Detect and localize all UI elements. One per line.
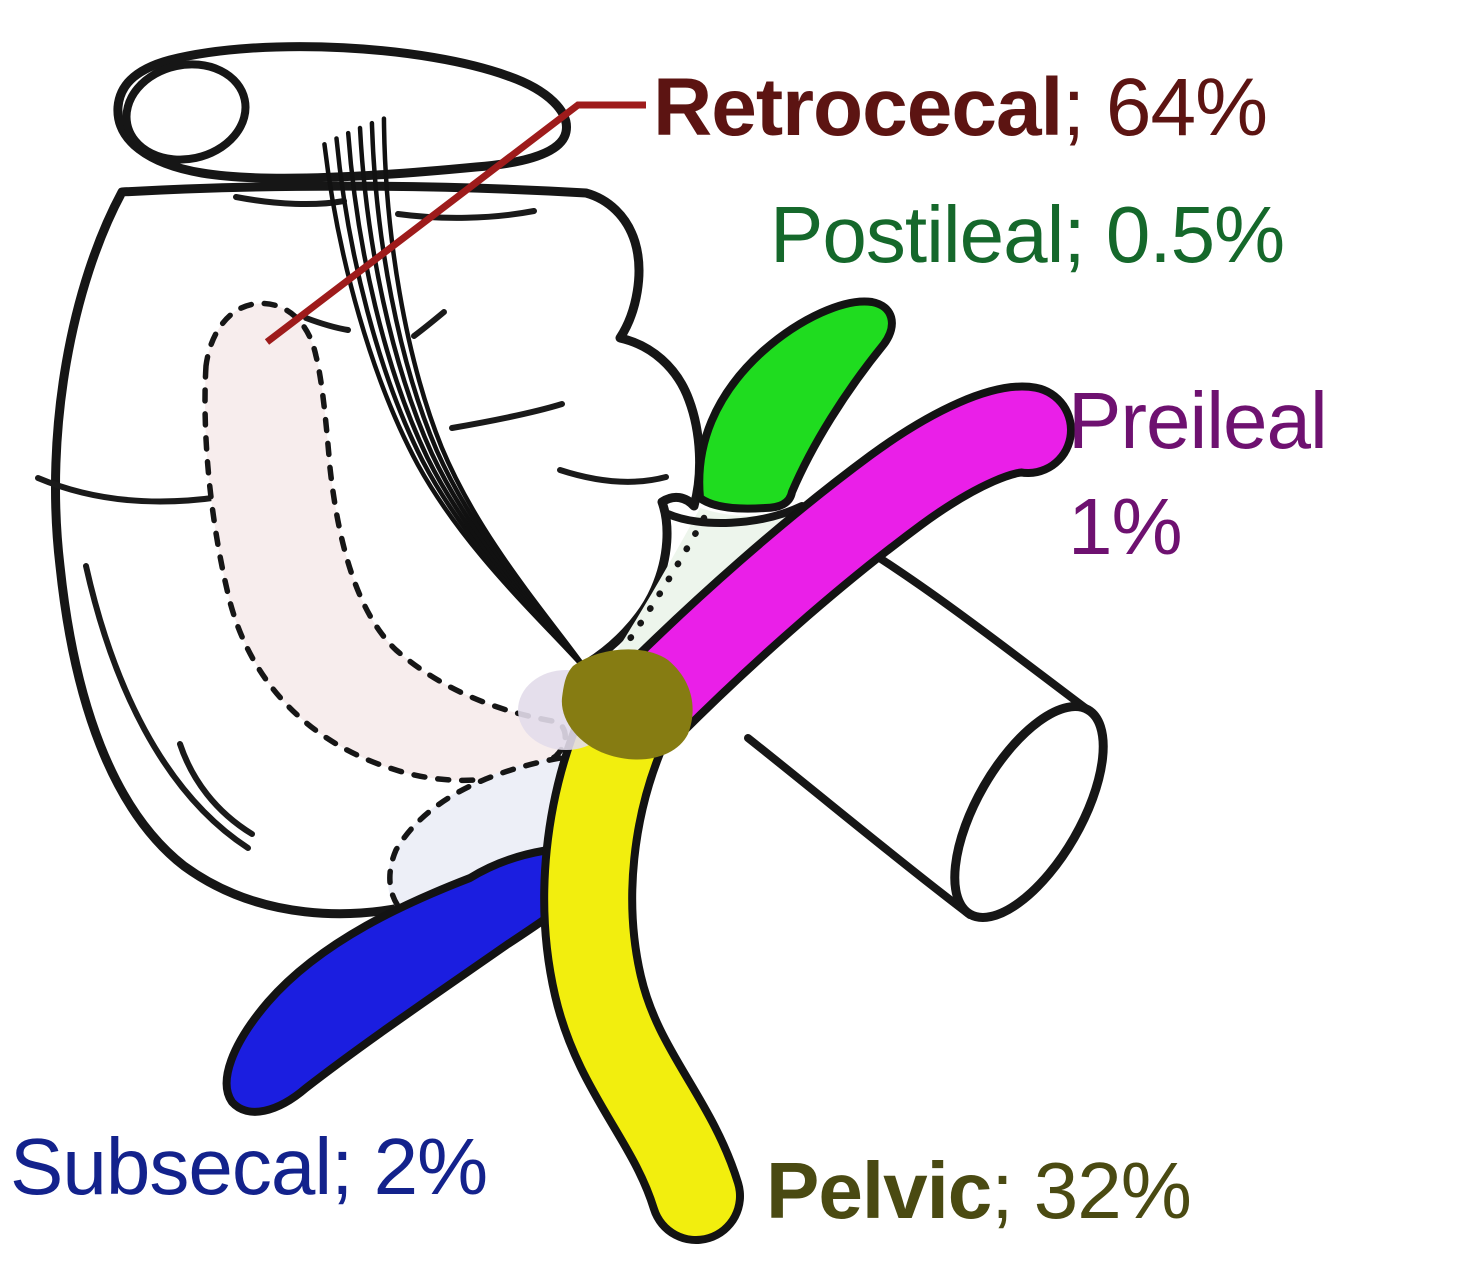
label-retrocecal-sep: ; xyxy=(1062,62,1106,153)
appendix-preileal xyxy=(601,382,1075,753)
appendix-pelvic xyxy=(540,682,744,1244)
appendix-postileal xyxy=(695,297,896,513)
appendix-root xyxy=(561,649,693,760)
label-preileal-name: Preileal xyxy=(1068,376,1328,465)
ileocecal-channel xyxy=(616,506,794,666)
label-preileal-percent: 1% xyxy=(1068,481,1183,571)
cut-end-opening xyxy=(122,60,250,164)
label-postileal-percent: 0.5% xyxy=(1105,190,1285,279)
label-subsecal-name: Subsecal xyxy=(10,1122,332,1211)
label-pelvic: Pelvic; 32% xyxy=(766,1144,1192,1238)
label-pelvic-percent: 32% xyxy=(1033,1146,1192,1235)
label-retrocecal-name: Retrocecal xyxy=(653,62,1063,153)
label-postileal-sep: ; xyxy=(1063,190,1106,279)
terminal-ileum xyxy=(744,544,1108,922)
label-pelvic-sep: ; xyxy=(991,1146,1034,1235)
label-pelvic-name: Pelvic xyxy=(766,1146,992,1235)
ileocecal-rim xyxy=(664,502,806,528)
label-subsecal-percent: 2% xyxy=(373,1122,489,1211)
haustral-folds xyxy=(35,194,669,851)
retrocecal-leader-line xyxy=(264,101,646,345)
label-retrocecal: Retrocecal; 64% xyxy=(653,60,1268,157)
label-postileal: Postileal; 0.5% xyxy=(770,188,1285,282)
taenia-coli xyxy=(322,116,591,675)
hidden-course-line-left xyxy=(387,755,563,921)
ileum-cut-end xyxy=(950,702,1108,922)
label-subsecal-sep: ; xyxy=(331,1122,374,1211)
label-retrocecal-percent: 64% xyxy=(1105,62,1268,153)
label-preileal: Preileal 1% xyxy=(1068,368,1328,579)
label-subsecal: Subsecal; 2% xyxy=(10,1120,489,1214)
label-postileal-name: Postileal xyxy=(770,190,1064,279)
channel-dotted-left xyxy=(618,514,708,654)
